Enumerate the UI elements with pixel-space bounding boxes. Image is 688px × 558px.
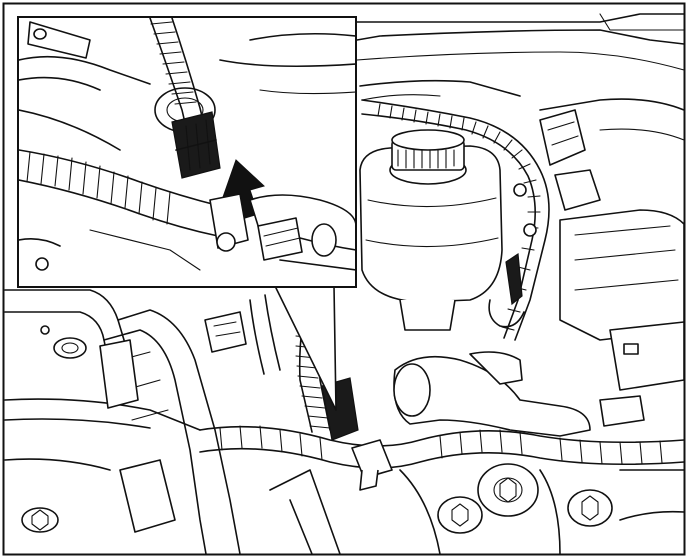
wiring-harness-top xyxy=(361,99,550,341)
wiring-harness-lower xyxy=(199,425,685,491)
connector-right xyxy=(488,252,525,328)
detail-inset xyxy=(17,16,357,411)
inset-pointer xyxy=(274,285,337,411)
main-view xyxy=(4,13,685,555)
lower-right-components xyxy=(399,395,685,555)
upper-body-panel xyxy=(356,13,685,141)
right-components xyxy=(539,109,685,391)
fluid-reservoir xyxy=(359,129,503,331)
hose-assembly xyxy=(204,311,591,437)
left-body-panel xyxy=(4,289,341,555)
